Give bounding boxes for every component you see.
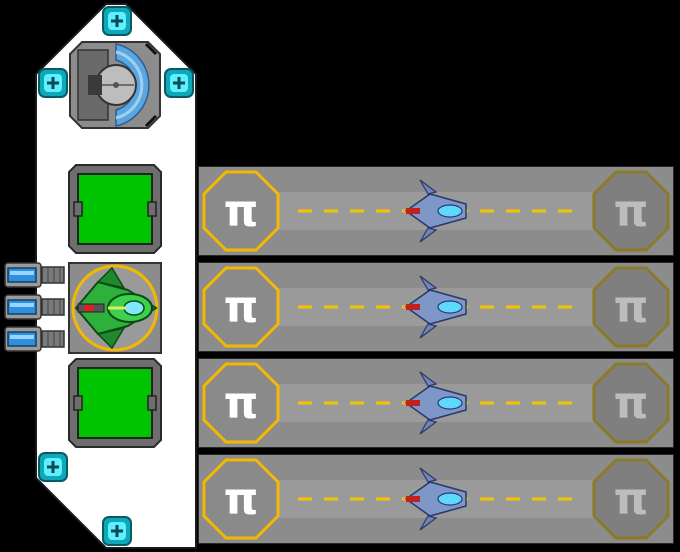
launch-pad-start[interactable]: π: [202, 266, 280, 348]
reactor-core-module[interactable]: [68, 40, 162, 130]
blue-fighter-ship-icon[interactable]: [404, 371, 467, 435]
pad-glyph: π: [224, 378, 259, 429]
reactor-core-icon: [69, 41, 161, 129]
missile-launcher-icon[interactable]: [4, 262, 66, 288]
pad-glyph: π: [614, 186, 649, 237]
player-ship-slot[interactable]: [68, 262, 162, 354]
pad-glyph: π: [224, 282, 259, 333]
combat-lane-2[interactable]: π π: [198, 262, 674, 352]
combat-lane-1[interactable]: π π: [198, 166, 674, 256]
empty-bay-lower[interactable]: [68, 358, 162, 448]
launch-pad-end[interactable]: π: [592, 170, 670, 252]
blue-fighter-ship-icon[interactable]: [404, 179, 467, 243]
combat-lane-4[interactable]: π π: [198, 454, 674, 544]
launch-pad-start[interactable]: π: [202, 362, 280, 444]
launch-pad-end[interactable]: π: [592, 362, 670, 444]
launch-pad-end[interactable]: π: [592, 266, 670, 348]
pad-glyph: π: [614, 378, 649, 429]
empty-bay-upper[interactable]: [68, 164, 162, 254]
pad-glyph: π: [224, 474, 259, 525]
plus-socket-icon[interactable]: [38, 68, 68, 98]
missile-launcher-icon[interactable]: [4, 294, 66, 320]
combat-lane-3[interactable]: π π: [198, 358, 674, 448]
launch-pad-start[interactable]: π: [202, 458, 280, 540]
green-fighter-ship-icon: [74, 266, 158, 350]
launch-pad-end[interactable]: π: [592, 458, 670, 540]
plus-socket-icon[interactable]: [102, 6, 132, 36]
missile-launcher-icon[interactable]: [4, 326, 66, 352]
launch-pad-start[interactable]: π: [202, 170, 280, 252]
blue-fighter-ship-icon[interactable]: [404, 275, 467, 339]
pad-glyph: π: [614, 474, 649, 525]
plus-socket-icon[interactable]: [38, 452, 68, 482]
blue-fighter-ship-icon[interactable]: [404, 467, 467, 531]
plus-socket-icon[interactable]: [102, 516, 132, 546]
plus-socket-icon[interactable]: [164, 68, 194, 98]
pad-glyph: π: [614, 282, 649, 333]
pad-glyph: π: [224, 186, 259, 237]
